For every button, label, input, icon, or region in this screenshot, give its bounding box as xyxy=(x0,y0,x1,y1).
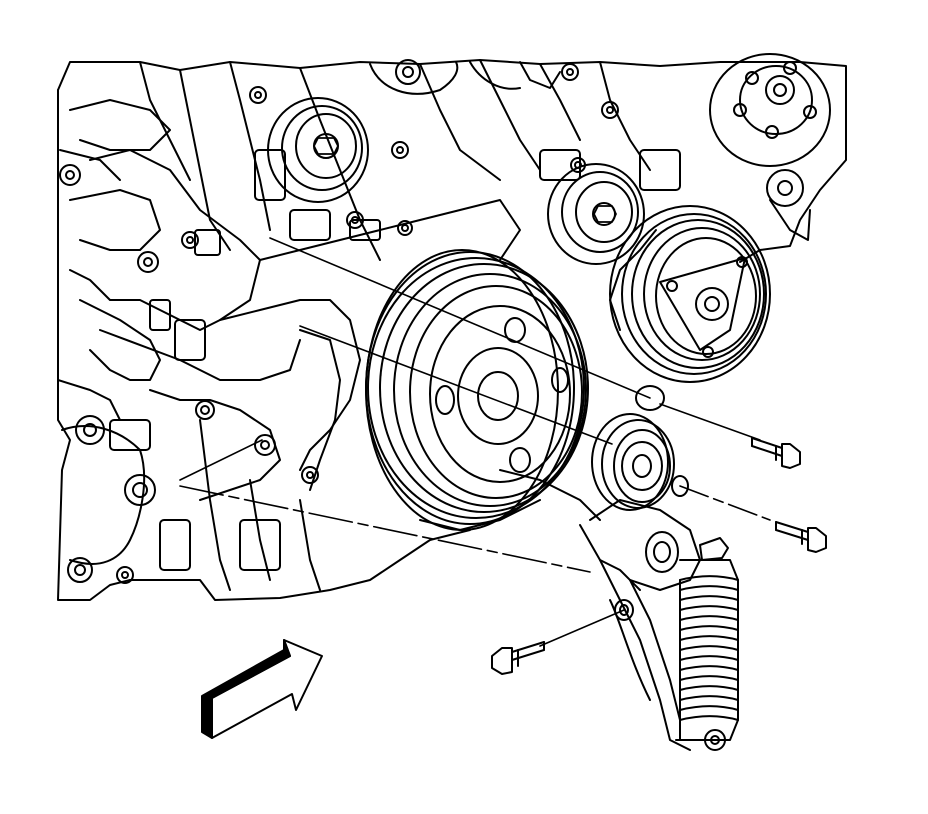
leader-lines xyxy=(179,237,771,647)
idler-pulley-middle xyxy=(547,163,645,265)
tensioner-bolt-upper xyxy=(751,437,801,469)
tensioner-bolt-middle xyxy=(775,521,827,553)
direction-arrow xyxy=(201,639,323,739)
tensioner-pulley xyxy=(591,385,689,511)
belt-tensioner xyxy=(579,499,729,751)
idler-pulley-upper xyxy=(267,97,369,203)
top-middle-pulley xyxy=(369,59,561,95)
ac-compressor-clutch xyxy=(609,205,771,383)
crankshaft-pulley xyxy=(365,249,589,531)
tensioner-bolt-lower xyxy=(491,641,545,675)
engine-block xyxy=(57,59,847,601)
tensioner-spring xyxy=(675,559,739,741)
water-pump-pulley xyxy=(709,53,831,167)
